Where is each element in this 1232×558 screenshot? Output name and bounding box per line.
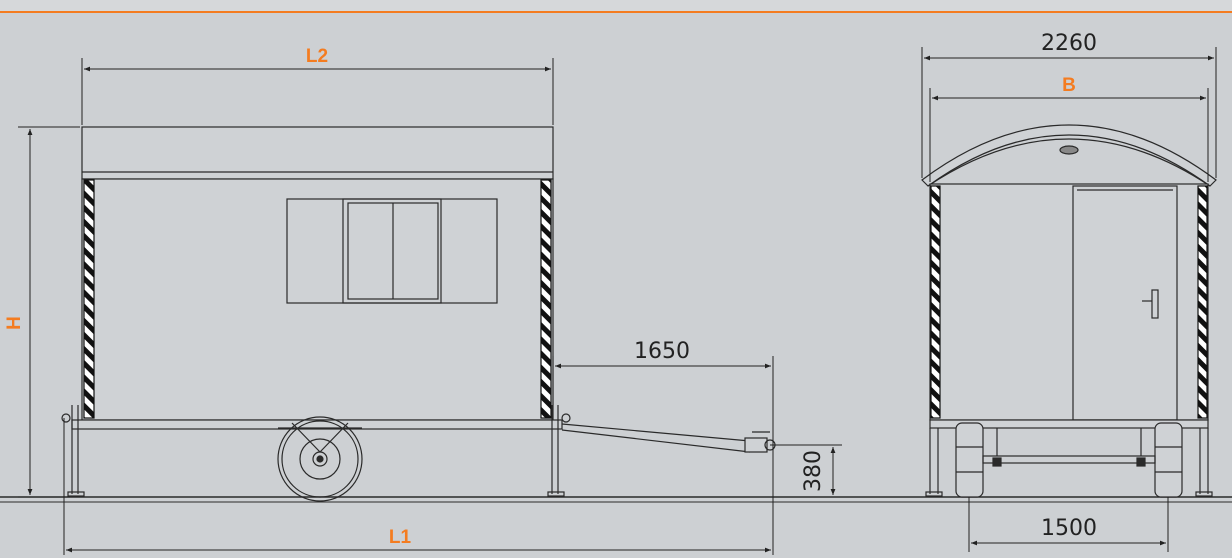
side-hazard-post-right xyxy=(540,179,552,419)
label-H: H xyxy=(4,316,25,330)
dim-value-380: 380 xyxy=(801,450,826,492)
front-axle xyxy=(982,428,1156,467)
label-L2: L2 xyxy=(306,46,328,67)
front-wheel-left xyxy=(955,422,984,498)
side-hazard-post-left xyxy=(83,179,95,419)
front-dimensions xyxy=(921,47,1217,552)
dim-value-2260: 2260 xyxy=(1041,31,1097,56)
front-wheel-right xyxy=(1154,422,1183,498)
door-handle xyxy=(1142,289,1159,319)
front-body xyxy=(929,183,1209,421)
side-roof xyxy=(81,126,554,180)
label-B: B xyxy=(1062,75,1076,96)
side-view xyxy=(61,126,776,502)
side-body xyxy=(81,178,554,421)
dim-value-1650: 1650 xyxy=(634,339,690,364)
front-chassis xyxy=(929,419,1209,429)
side-support-leg-right xyxy=(547,405,571,497)
top-accent-line xyxy=(0,0,1232,12)
side-drawbar xyxy=(561,423,776,453)
side-window xyxy=(286,198,498,304)
roof-vent xyxy=(1059,145,1079,155)
front-roof-arch xyxy=(921,124,1217,187)
front-hazard-post-left xyxy=(930,185,941,419)
front-view xyxy=(921,124,1217,498)
label-L1: L1 xyxy=(389,527,412,548)
side-wheel xyxy=(277,416,363,502)
front-hazard-post-right xyxy=(1197,185,1208,419)
side-support-leg-left xyxy=(61,405,85,497)
dim-value-1500: 1500 xyxy=(1041,516,1097,541)
side-dimensions xyxy=(18,58,842,555)
